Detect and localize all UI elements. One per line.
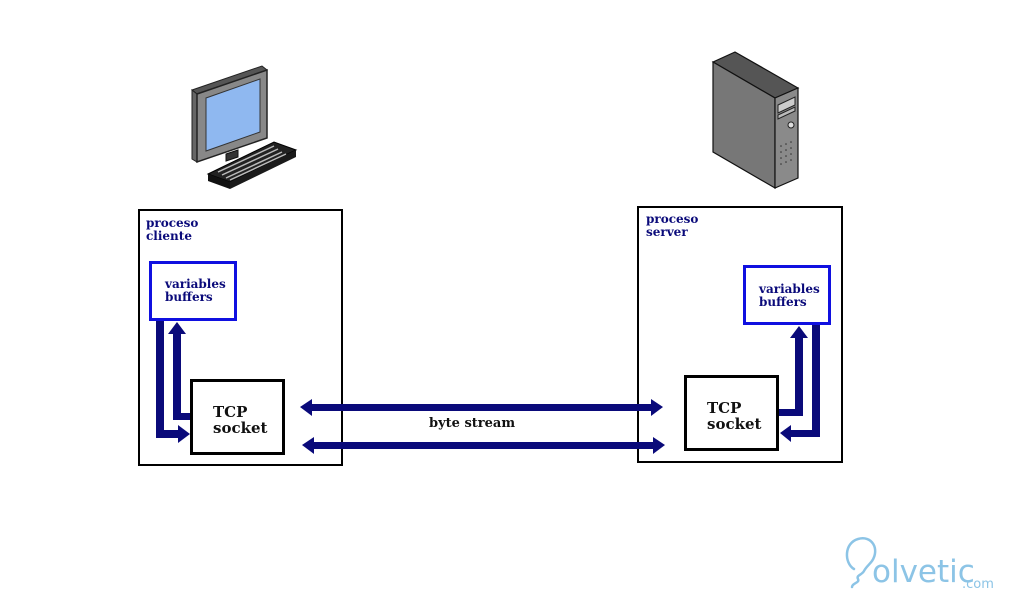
server-process-label: proceso server bbox=[646, 212, 699, 239]
server-variables-box bbox=[743, 265, 831, 325]
server-arrow-socket-to-vars bbox=[779, 326, 808, 416]
desktop-computer-icon bbox=[190, 65, 298, 189]
client-variables-label: variables buffers bbox=[165, 277, 226, 304]
server-tcp-socket-box bbox=[684, 375, 779, 451]
client-arrow-socket-to-vars bbox=[168, 322, 190, 420]
client-tcp-socket-box bbox=[190, 379, 285, 455]
lightbulb-logo-icon bbox=[845, 537, 877, 589]
server-variables-label: variables buffers bbox=[759, 282, 820, 309]
watermark-brand: olvetic bbox=[872, 554, 975, 590]
client-process-label: proceso cliente bbox=[146, 216, 199, 243]
server-tcp-socket-label: TCP socket bbox=[707, 399, 762, 433]
client-arrow-vars-to-socket bbox=[156, 321, 190, 443]
server-tower-icon bbox=[711, 51, 800, 190]
server-arrow-vars-to-socket bbox=[780, 325, 820, 442]
byte-stream-arrow-bottom bbox=[302, 437, 665, 454]
byte-stream-label: byte stream bbox=[429, 416, 516, 431]
client-tcp-socket-label: TCP socket bbox=[213, 403, 268, 437]
watermark-suffix: .com bbox=[962, 577, 994, 592]
client-variables-box bbox=[149, 261, 237, 321]
byte-stream-arrow-top bbox=[300, 399, 663, 416]
